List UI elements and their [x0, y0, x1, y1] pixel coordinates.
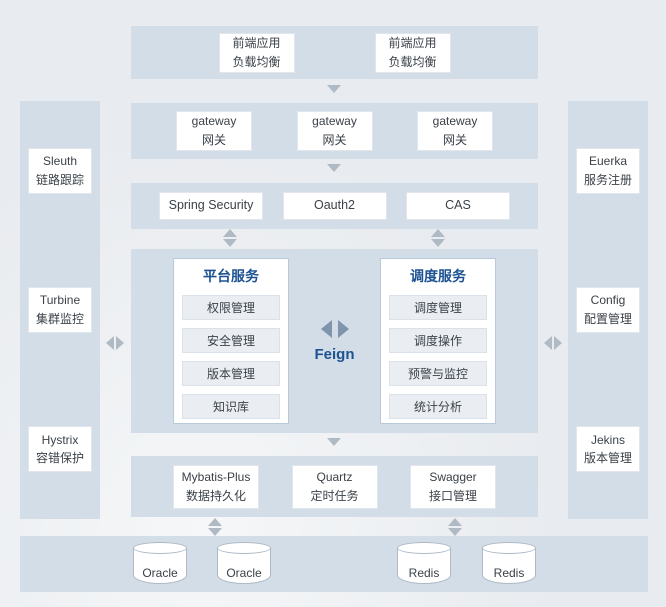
database-cylinder-oracle-2: Oracle	[217, 542, 271, 584]
frontend-lb-box-1: 前端应用 负载均衡	[218, 32, 295, 73]
sidebar-box-sleuth: Sleuth 链路跟踪	[28, 147, 92, 194]
gateway-band: gateway 网关 gateway 网关 gateway 网关	[131, 103, 538, 159]
left-sidebar-band: Sleuth 链路跟踪 Turbine 集群监控 Hystrix 容错保护	[20, 101, 100, 519]
frontend-band: 前端应用 负载均衡 前端应用 负载均衡	[131, 26, 538, 79]
sidebar-box-jenkins: Jekins 版本管理	[576, 426, 640, 473]
down-arrow-icon	[431, 239, 445, 247]
down-arrow-services-to-middleware	[327, 438, 341, 446]
schedule-item-operate: 调度操作	[389, 328, 487, 353]
frontend-lb-box-2: 前端应用 负载均衡	[374, 32, 451, 73]
right-arrow-icon	[554, 336, 562, 350]
security-box-oauth2: Oauth2	[282, 192, 387, 220]
feign-arrows	[320, 319, 349, 338]
right-arrow-icon	[337, 319, 349, 338]
right-arrow-icon	[116, 336, 124, 350]
right-sidebar-band: Euerka 服务注册 Config 配置管理 Jekins 版本管理	[568, 101, 648, 519]
sidebar-box-eureka: Euerka 服务注册	[576, 147, 640, 194]
jenkins-line2: 版本管理	[583, 451, 632, 466]
down-arrow-icon	[448, 528, 462, 536]
db-label-redis-1: Redis	[408, 566, 440, 580]
sleuth-line1: Sleuth	[42, 154, 78, 169]
schedule-item-manage: 调度管理	[389, 295, 487, 320]
swagger-line2: 接口管理	[428, 488, 477, 503]
db-label-oracle-2: Oracle	[226, 566, 262, 580]
left-arrow-icon	[106, 336, 114, 350]
sidebar-box-config: Config 配置管理	[576, 286, 640, 333]
database-cylinder-redis-2: Redis	[482, 542, 536, 584]
gateway-box-3: gateway 网关	[417, 111, 493, 151]
eureka-line2: 服务注册	[583, 172, 632, 187]
gateway-2-line1: gateway	[312, 114, 357, 129]
platform-item-security: 安全管理	[182, 328, 280, 353]
bidirectional-arrow-right-sidebar	[544, 336, 562, 350]
platform-services-panel: 平台服务 权限管理 安全管理 版本管理 知识库	[173, 258, 289, 424]
feign-label: Feign	[314, 345, 355, 363]
database-cylinder-redis-1: Redis	[397, 542, 451, 584]
quartz-line2: 定时任务	[310, 488, 359, 503]
schedule-item-stats: 统计分析	[389, 394, 487, 419]
down-arrow-frontend-to-gateway	[327, 85, 341, 93]
services-band: 平台服务 权限管理 安全管理 版本管理 知识库 Feign 调度服务 调度管理 …	[131, 249, 538, 433]
eureka-line1: Euerka	[588, 154, 628, 169]
bidirectional-arrow-security-schedule	[431, 229, 445, 247]
bidirectional-arrow-middleware-db-left	[208, 518, 222, 536]
down-arrow-icon	[208, 528, 222, 536]
gateway-3-line2: 网关	[442, 133, 467, 147]
platform-item-version: 版本管理	[182, 361, 280, 386]
db-label-redis-2: Redis	[493, 566, 525, 580]
up-arrow-icon	[431, 229, 445, 237]
gateway-2-line2: 网关	[322, 133, 347, 147]
sidebar-box-hystrix: Hystrix 容错保护	[28, 426, 92, 473]
security-band: Spring Security Oauth2 CAS	[131, 183, 538, 229]
up-arrow-icon	[223, 229, 237, 237]
database-band: Oracle Oracle Redis Redis	[20, 536, 648, 592]
frontend-lb-1-line2: 负载均衡	[232, 54, 281, 69]
up-arrow-icon	[448, 518, 462, 526]
sleuth-line2: 链路跟踪	[35, 172, 84, 187]
gateway-box-1: gateway 网关	[176, 111, 252, 151]
jenkins-line1: Jekins	[590, 432, 625, 447]
schedule-item-alert: 预警与监控	[389, 361, 487, 386]
schedule-services-panel: 调度服务 调度管理 调度操作 预警与监控 统计分析	[380, 258, 496, 424]
platform-item-knowledge: 知识库	[182, 394, 280, 419]
platform-services-title: 平台服务	[203, 268, 259, 284]
config-line2: 配置管理	[583, 311, 632, 326]
swagger-line1: Swagger	[429, 469, 477, 484]
schedule-services-title: 调度服务	[410, 268, 466, 284]
gateway-3-line1: gateway	[432, 114, 478, 129]
frontend-lb-2-line1: 前端应用	[388, 35, 437, 50]
middleware-box-swagger: Swagger 接口管理	[410, 464, 496, 509]
up-arrow-icon	[208, 518, 222, 526]
left-arrow-icon	[320, 319, 332, 338]
feign-connector: Feign	[289, 249, 380, 433]
middleware-box-quartz: Quartz 定时任务	[291, 464, 378, 509]
gateway-1-line1: gateway	[191, 114, 237, 129]
bidirectional-arrow-left-sidebar	[106, 336, 124, 350]
middleware-box-mybatis: Mybatis-Plus 数据持久化	[173, 464, 259, 509]
hystrix-line2: 容错保护	[35, 451, 84, 466]
turbine-line1: Turbine	[39, 293, 81, 308]
turbine-line2: 集群监控	[35, 311, 84, 326]
quartz-line1: Quartz	[316, 469, 353, 484]
frontend-lb-1-line1: 前端应用	[232, 35, 281, 50]
security-box-cas: CAS	[406, 192, 510, 220]
mybatis-line2: 数据持久化	[185, 488, 246, 503]
db-label-oracle-1: Oracle	[142, 566, 178, 580]
security-box-spring-security: Spring Security	[159, 192, 263, 220]
sidebar-box-turbine: Turbine 集群监控	[28, 286, 92, 333]
down-arrow-gateway-to-security	[327, 164, 341, 172]
mybatis-line1: Mybatis-Plus	[181, 469, 251, 484]
hystrix-line1: Hystrix	[41, 432, 79, 447]
config-line1: Config	[590, 293, 626, 308]
database-cylinder-oracle-1: Oracle	[133, 542, 187, 584]
bidirectional-arrow-security-platform	[223, 229, 237, 247]
middleware-band: Mybatis-Plus 数据持久化 Quartz 定时任务 Swagger 接…	[131, 456, 538, 517]
gateway-1-line2: 网关	[201, 133, 226, 147]
frontend-lb-2-line2: 负载均衡	[388, 54, 437, 69]
platform-item-permission: 权限管理	[182, 295, 280, 320]
gateway-box-2: gateway 网关	[296, 111, 373, 151]
bidirectional-arrow-middleware-db-right	[448, 518, 462, 536]
down-arrow-icon	[223, 239, 237, 247]
left-arrow-icon	[544, 336, 552, 350]
